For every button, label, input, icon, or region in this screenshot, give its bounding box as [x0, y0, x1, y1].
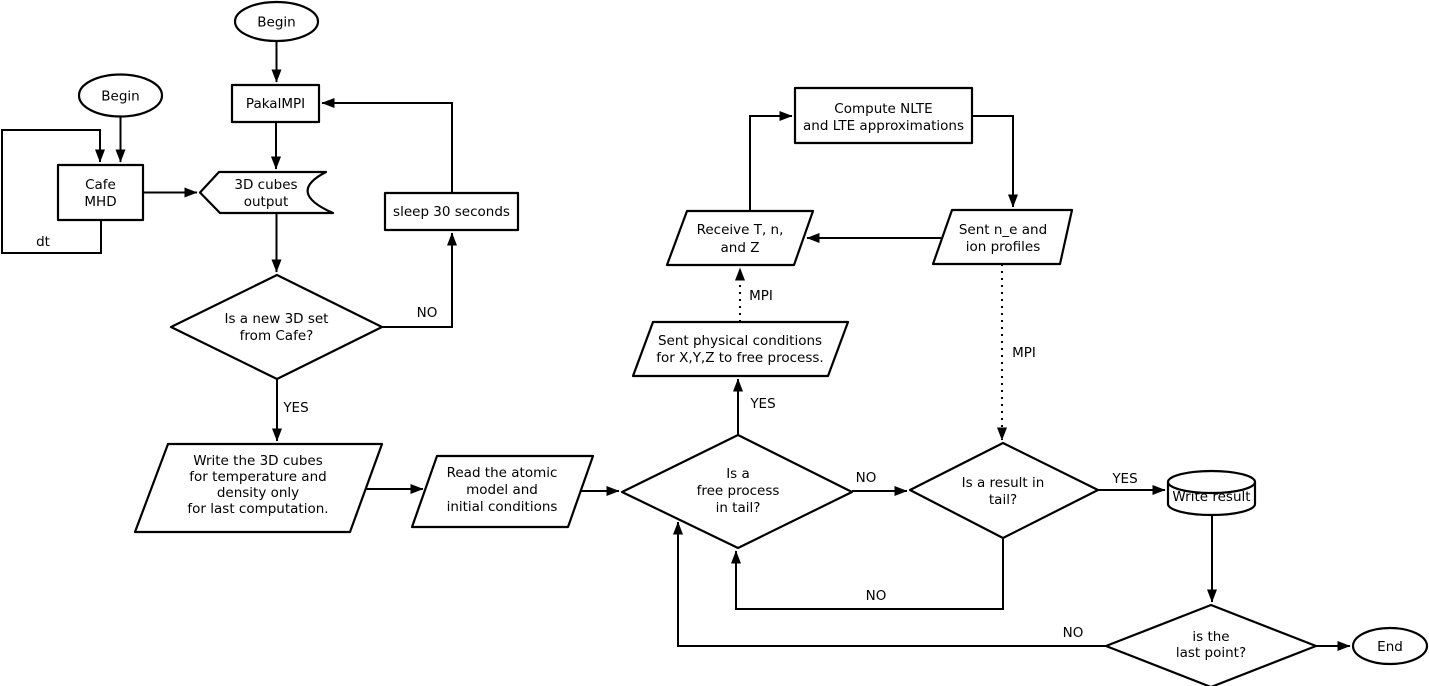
node-new3d-decision: Is a new 3D set from Cafe?: [169, 273, 384, 381]
edge-label-yes-free: YES: [749, 396, 775, 412]
node-last-point-decision: is the last point?: [1104, 603, 1318, 686]
node-write-cubes: Write the 3D cubes for temperature and d…: [133, 442, 384, 534]
node-new3d-line1: Is a new 3D set: [225, 311, 329, 327]
node-cafe-mhd-line1: Cafe: [85, 177, 116, 193]
node-free-process-decision: Is a free process in tail?: [620, 433, 854, 550]
edge-receive-to-compute: [749, 111, 793, 211]
node-pakalmpi-label: PakalMPI: [246, 96, 305, 112]
node-sent-ne-line2: ion profiles: [966, 239, 1041, 255]
node-last-point-line2: last point?: [1176, 645, 1246, 661]
node-begin-left: Begin: [77, 73, 164, 118]
edge-result-no-to-free: [731, 538, 1004, 610]
node-new3d-line2: from Cafe?: [240, 328, 314, 344]
node-read-atomic: Read the atomic model and initial condit…: [410, 454, 595, 529]
edge-label-dt: dt: [36, 234, 50, 250]
node-write-result: Write result: [1166, 469, 1257, 517]
edge-label-yes-result: YES: [1111, 471, 1137, 487]
node-end: End: [1351, 626, 1429, 666]
node-compute: Compute NLTE and LTE approximations: [793, 86, 974, 145]
node-sent-ne-line1: Sent n_e and: [959, 222, 1047, 238]
node-cubes-output-line1: 3D cubes: [234, 177, 297, 193]
node-begin-top-label: Begin: [257, 15, 295, 31]
edge-lastpoint-no-to-free: [673, 521, 1106, 647]
edge-label-mpi-up: MPI: [749, 288, 773, 304]
edge-label-mpi-down: MPI: [1012, 345, 1036, 361]
node-read-atomic-line1: Read the atomic: [447, 465, 558, 481]
edge-compute-to-sentne: [972, 115, 1018, 208]
node-cafe-mhd: Cafe MHD: [56, 163, 145, 222]
node-compute-line1: Compute NLTE: [834, 101, 932, 117]
edge-label-no-free: NO: [856, 470, 877, 486]
node-sleep: sleep 30 seconds: [383, 191, 520, 232]
node-result-line2: tail?: [989, 492, 1017, 508]
node-free-line3: in tail?: [716, 500, 761, 516]
edge-label-no-result: NO: [866, 588, 887, 604]
edge-cafe-dt-loop: [1, 129, 105, 254]
node-last-point-line1: is the: [1192, 629, 1229, 645]
node-cafe-mhd-line2: MHD: [84, 194, 116, 210]
edge-label-no-new3d: NO: [417, 305, 438, 321]
node-read-atomic-line3: initial conditions: [447, 499, 558, 515]
node-sleep-label: sleep 30 seconds: [393, 204, 510, 220]
node-begin-top: Begin: [233, 0, 320, 43]
node-result-line1: Is a result in: [962, 475, 1045, 491]
edge-label-yes-new3d: YES: [282, 400, 308, 416]
node-receive-line1: Receive T, n,: [697, 222, 784, 238]
node-free-line2: free process: [697, 483, 780, 499]
node-write-cubes-line4: for last computation.: [187, 501, 328, 517]
node-write-cubes-line3: density only: [217, 485, 299, 501]
node-receive: Receive T, n, and Z: [665, 209, 815, 267]
node-sent-physical-line2: for X,Y,Z to free process.: [656, 350, 823, 366]
node-result-decision: Is a result in tail?: [908, 441, 1100, 540]
node-write-cubes-line2: for temperature and: [189, 469, 326, 485]
node-pakalmpi: PakalMPI: [230, 83, 321, 124]
node-receive-line2: and Z: [721, 240, 760, 256]
node-sent-physical-line1: Sent physical conditions: [658, 333, 822, 349]
node-cubes-output-line2: output: [244, 194, 289, 210]
node-begin-left-label: Begin: [101, 89, 139, 105]
node-sent-physical: Sent physical conditions for X,Y,Z to fr…: [631, 320, 850, 378]
node-sent-ne: Sent n_e and ion profiles: [931, 208, 1074, 266]
node-compute-line2: and LTE approximations: [803, 118, 964, 134]
node-write-cubes-line1: Write the 3D cubes: [193, 453, 323, 469]
node-free-line1: Is a: [726, 466, 750, 482]
edge-sleep-to-pakalmpi: [321, 98, 453, 193]
node-cubes-output: 3D cubes output: [198, 170, 335, 215]
node-write-result-label: Write result: [1172, 489, 1250, 505]
node-end-label: End: [1377, 639, 1403, 655]
edge-new3d-no-to-sleep: [382, 232, 457, 328]
edge-label-no-last: NO: [1063, 625, 1084, 641]
node-read-atomic-line2: model and: [466, 482, 538, 498]
